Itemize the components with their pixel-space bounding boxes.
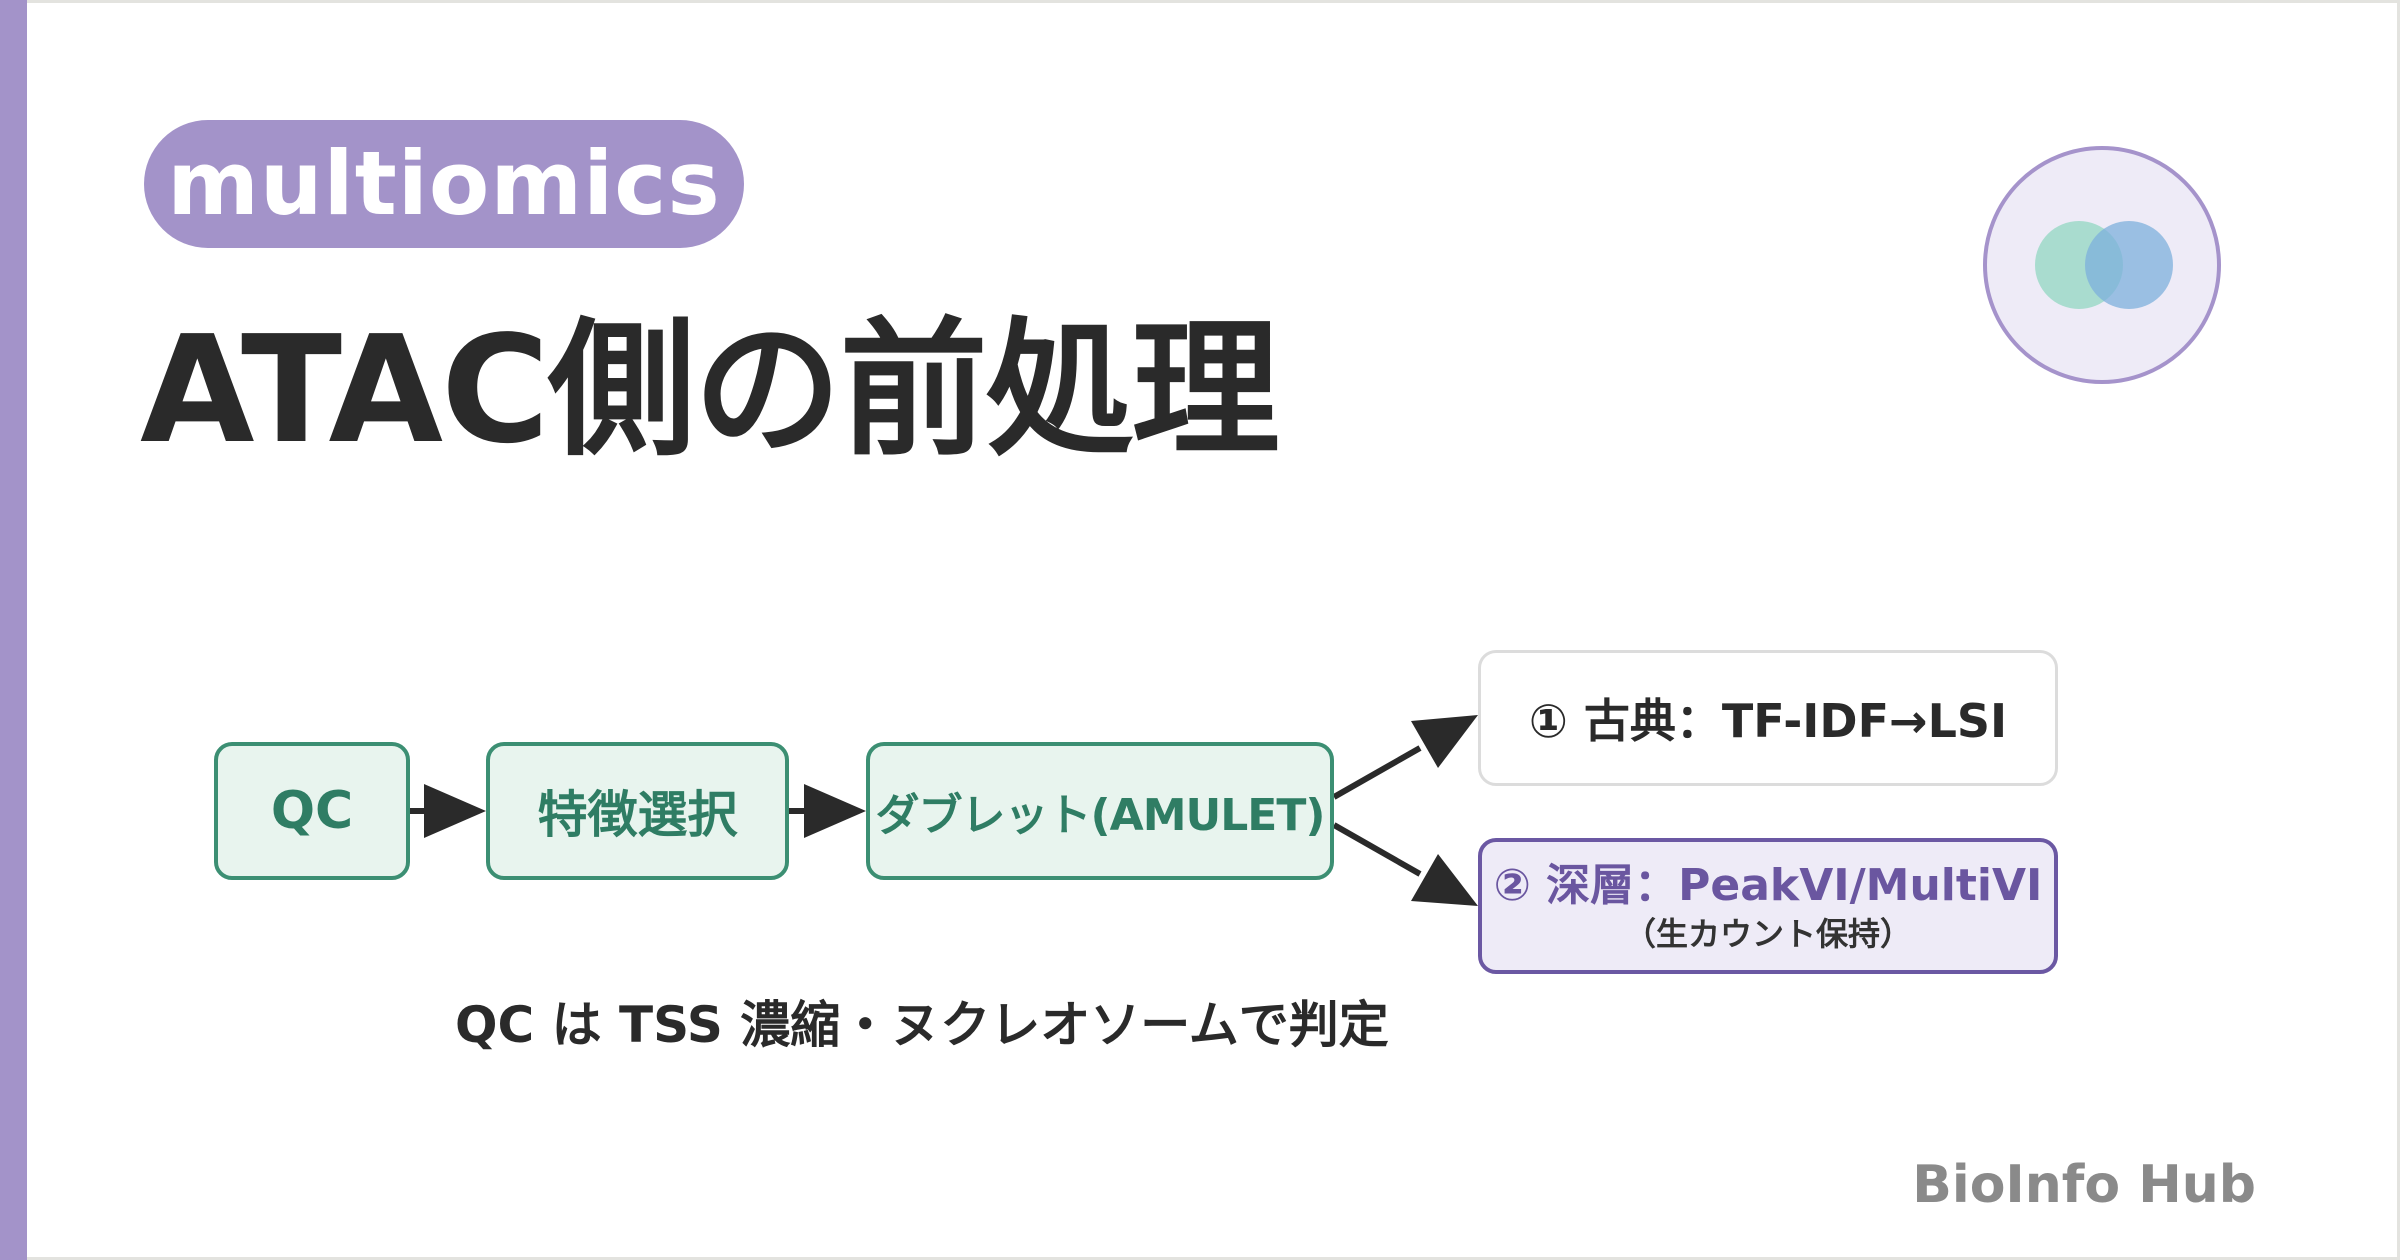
category-tag: multiomics [144,120,744,248]
branch-deep-note: （生カウント保持） [1623,915,1912,953]
branch-classic: ① 古典：TF-IDF→LSI [1478,650,2058,786]
frame-top-edge [0,0,2400,3]
brand-label: BioInfo Hub [1912,1155,2256,1215]
branch-deep: ② 深層：PeakVI/MultiVI （生カウント保持） [1478,838,2058,974]
left-accent-bar [0,0,27,1260]
arrowhead-doublet-to-deep [1411,854,1478,906]
overlap-circles-icon [1983,146,2221,384]
page-title: ATAC側の前処理 [140,304,1280,476]
blue-circle [2085,221,2173,309]
branch-deep-label: ② 深層：PeakVI/MultiVI [1493,860,2043,911]
arrowhead-qc-to-feature [424,784,486,838]
step-feature-selection: 特徴選択 [486,742,789,880]
arrow-doublet-to-classic [1332,745,1422,800]
qc-note: QC は TSS 濃縮・ヌクレオソームで判定 [455,996,1389,1054]
arrowhead-doublet-to-classic [1411,715,1478,768]
frame-bottom-edge [0,1257,2400,1260]
step-doublet-removal: ダブレット(AMULET) [866,742,1334,880]
arrowhead-feature-to-doublet [804,784,866,838]
frame-right-edge [2397,0,2400,1260]
step-qc: QC [214,742,410,880]
arrow-doublet-to-deep [1332,822,1422,877]
